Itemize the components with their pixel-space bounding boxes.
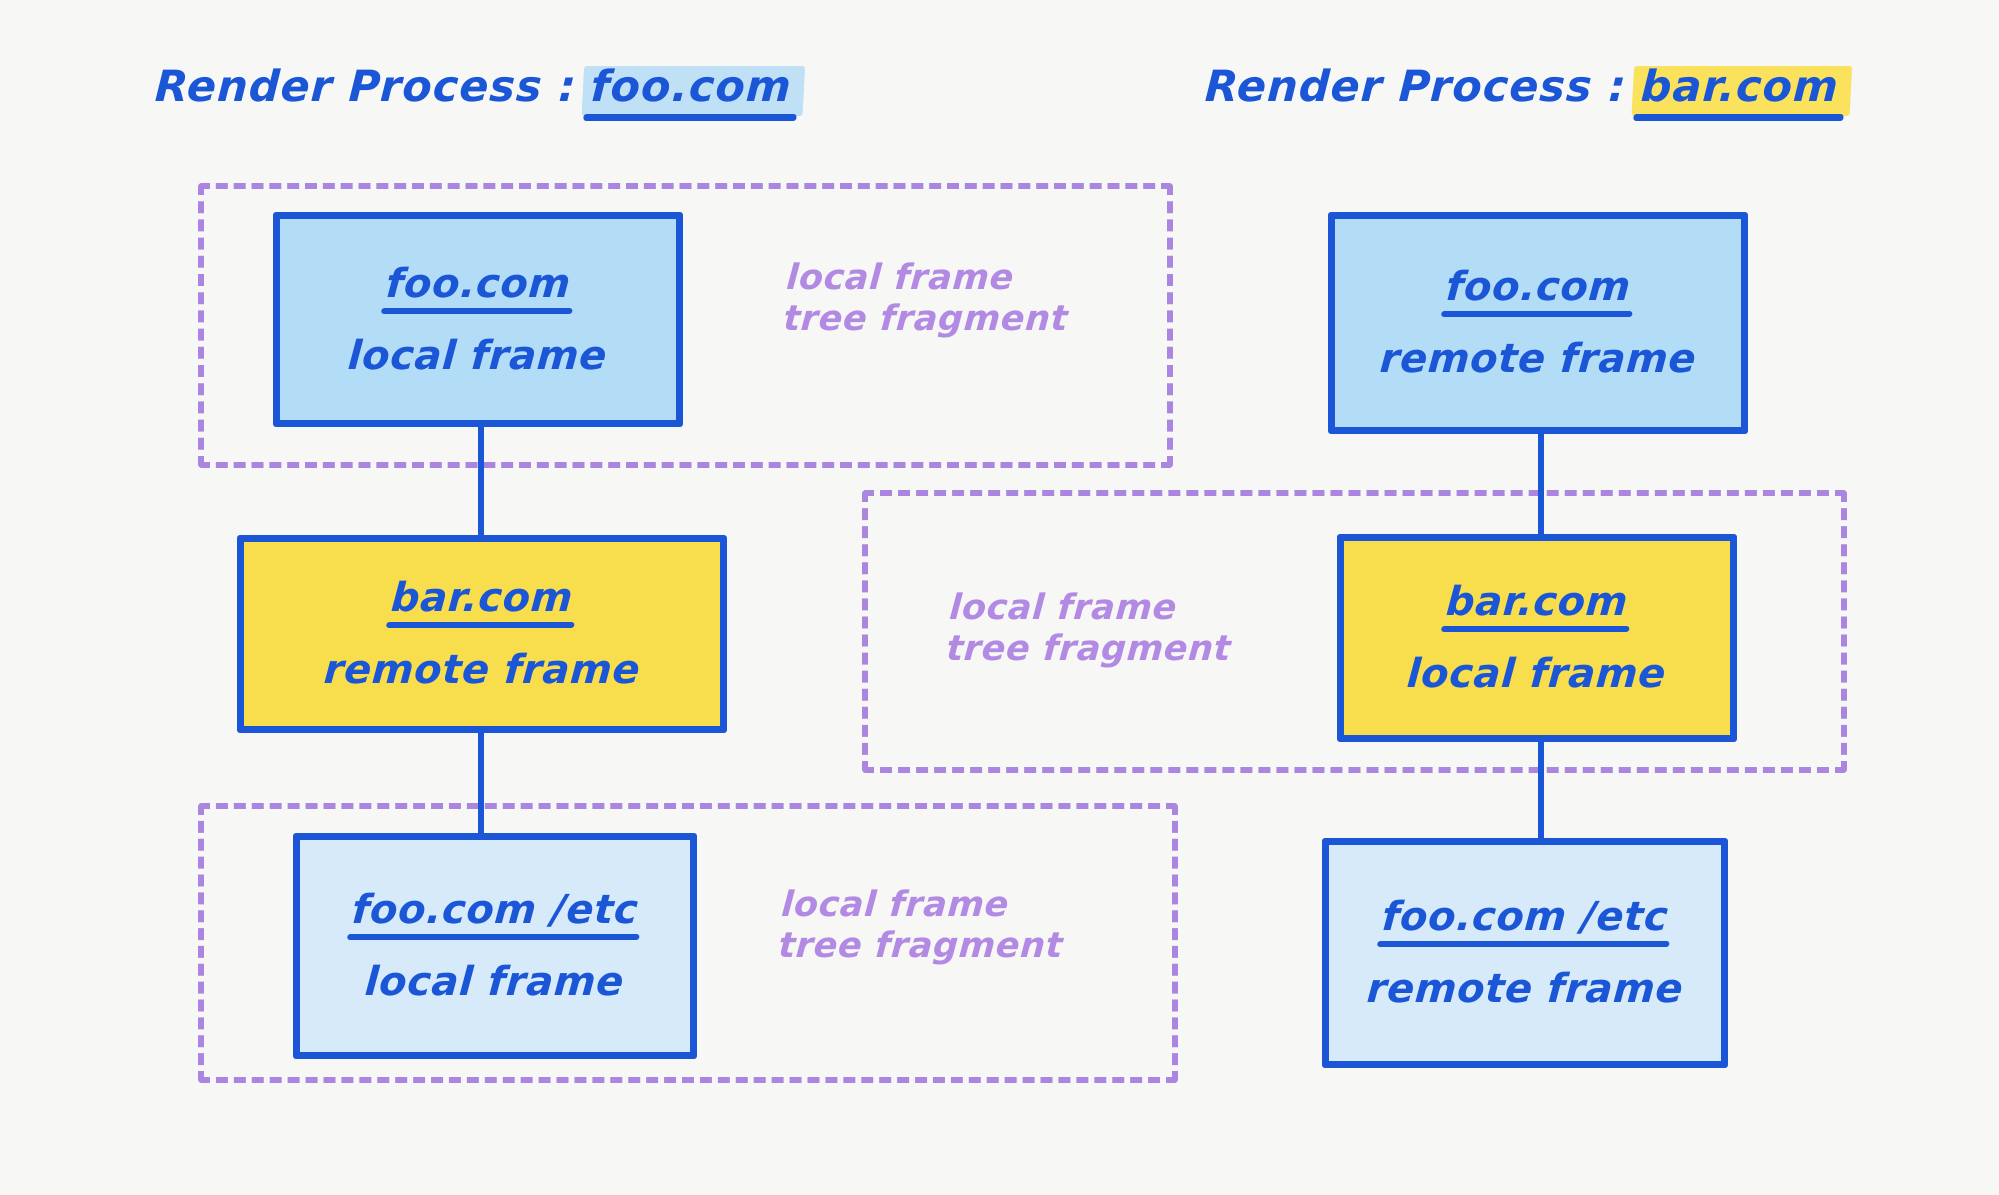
frame-kind: local frame <box>1405 651 1669 697</box>
frame-origin: bar.com <box>389 575 575 627</box>
heading-right-origin: bar.com <box>1631 62 1848 114</box>
frame-origin: foo.com /etc <box>350 887 640 939</box>
fragment-region-foo-bottom <box>198 803 1178 1083</box>
heading-render-process-foo: Render Process :foo.com <box>154 62 802 114</box>
fragment-region-foo-top <box>198 183 1173 468</box>
frame-origin: foo.com <box>384 261 572 313</box>
fragment-caption-bar-middle: local frame tree fragment <box>945 588 1233 670</box>
fragment-caption-foo-top: local frame tree fragment <box>782 258 1070 340</box>
heading-right-prefix: Render Process : <box>1203 62 1629 112</box>
heading-left-origin: foo.com <box>581 62 801 114</box>
heading-render-process-bar: Render Process :bar.com <box>1204 62 1849 114</box>
connector-foo-remote-to-bar-local <box>1538 425 1544 535</box>
frame-box-foo-local[interactable]: foo.com local frame <box>273 212 683 427</box>
frame-box-foo-remote[interactable]: foo.com remote frame <box>1328 212 1748 434</box>
frame-origin: foo.com <box>1444 264 1632 316</box>
frame-kind: remote frame <box>322 647 642 693</box>
frame-origin: bar.com <box>1444 579 1630 631</box>
frame-box-bar-local[interactable]: bar.com local frame <box>1337 534 1737 742</box>
connector-bar-remote-to-foo-etc <box>478 730 484 840</box>
frame-box-foo-etc-local[interactable]: foo.com /etc local frame <box>293 833 697 1059</box>
connector-bar-local-to-foo-etc <box>1538 730 1544 840</box>
connector-foo-local-to-bar-remote <box>478 425 484 535</box>
frame-box-foo-etc-remote[interactable]: foo.com /etc remote frame <box>1322 838 1728 1068</box>
frame-box-bar-remote[interactable]: bar.com remote frame <box>237 535 727 733</box>
heading-left-prefix: Render Process : <box>153 62 579 112</box>
frame-kind: local frame <box>346 332 610 379</box>
frame-kind: local frame <box>363 959 627 1005</box>
frame-origin: foo.com /etc <box>1380 894 1670 946</box>
fragment-caption-foo-bottom: local frame tree fragment <box>777 885 1065 967</box>
frame-kind: remote frame <box>1378 336 1698 382</box>
fragment-region-bar-middle <box>862 490 1847 773</box>
frame-kind: remote frame <box>1365 966 1685 1012</box>
